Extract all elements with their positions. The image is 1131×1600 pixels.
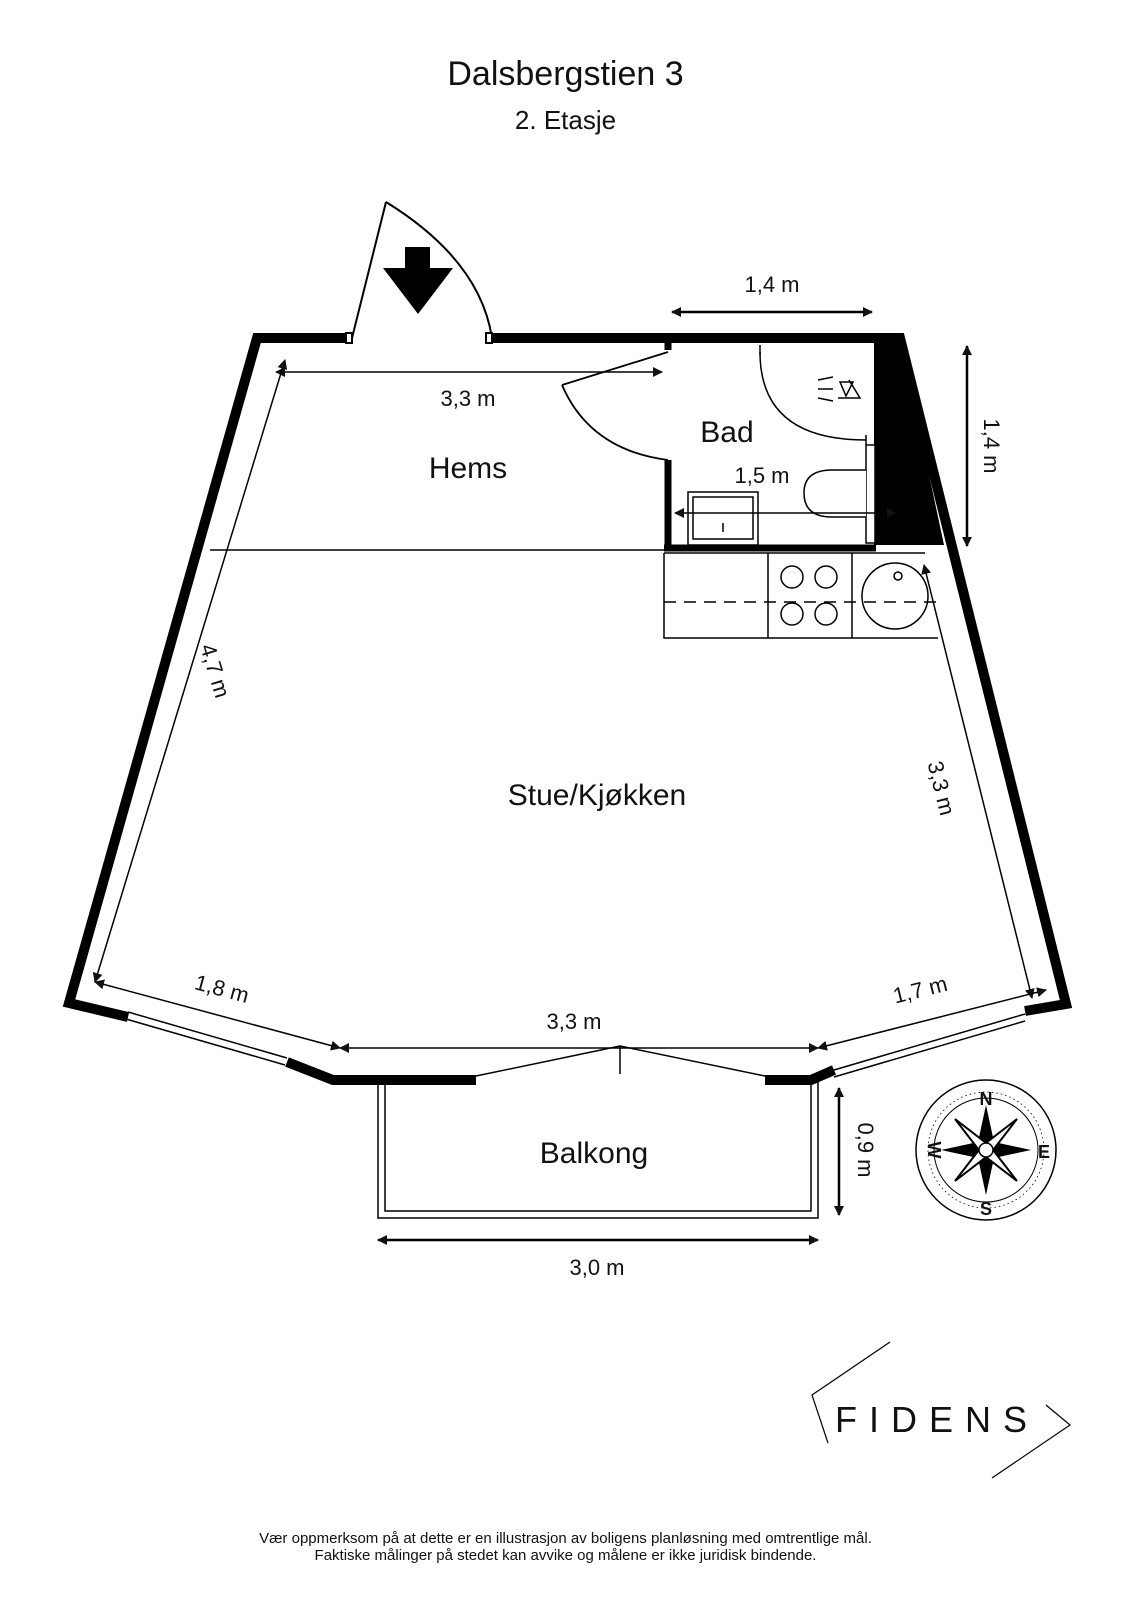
disclaimer: Vær oppmerksom på at dette er en illustr…	[0, 1530, 1131, 1564]
compass-rose-icon: N S E W	[915, 1079, 1057, 1221]
room-label-stue: Stue/Kjøkken	[508, 779, 686, 812]
compass-e: E	[1038, 1142, 1050, 1162]
dim-balkong-depth: 0,9 m	[853, 1122, 878, 1177]
compass-s: S	[980, 1199, 992, 1219]
dimension-lines	[92, 307, 1047, 1245]
dim-bottom-right: 1,7 m	[890, 971, 949, 1009]
dim-hems-width: 3,3 m	[440, 386, 495, 411]
entrance-door	[345, 201, 493, 344]
stove-icon	[780, 565, 838, 626]
kitchen-counter	[663, 552, 938, 639]
dim-bad-right: 1,4 m	[979, 418, 1004, 473]
dim-bad-inner: 1,5 m	[734, 463, 789, 488]
kitchen-sink-icon	[861, 562, 929, 630]
room-label-hems: Hems	[429, 452, 507, 485]
logo-text: FIDENS	[835, 1399, 1039, 1440]
room-label-balkong: Balkong	[540, 1137, 648, 1170]
shower-icon	[759, 345, 867, 445]
plan-title: Dalsbergstien 3	[447, 55, 684, 93]
dim-balkong-width: 3,0 m	[569, 1255, 624, 1280]
dim-bottom-left: 1,8 m	[192, 970, 252, 1008]
compass-w: W	[924, 1142, 944, 1159]
dim-bad-top: 1,4 m	[744, 272, 799, 297]
disclaimer-line-1: Vær oppmerksom på at dette er en illustr…	[259, 1530, 872, 1547]
room-label-bad: Bad	[700, 416, 753, 449]
compass-n: N	[980, 1089, 993, 1109]
dim-left-wall: 4,7 m	[195, 641, 235, 701]
balcony-outline	[377, 1082, 819, 1219]
fidens-logo: FIDENS	[811, 1341, 1071, 1479]
shaft-wall	[874, 338, 944, 545]
disclaimer-line-2: Faktiske målinger på stedet kan avvike o…	[314, 1547, 817, 1564]
bathroom-walls	[664, 338, 876, 552]
entrance-arrow-icon	[383, 247, 453, 314]
dim-right-wall: 3,3 m	[922, 758, 960, 817]
balcony-doors	[475, 1045, 766, 1077]
bathroom-door	[561, 351, 669, 461]
dim-bottom-mid: 3,3 m	[546, 1009, 601, 1034]
toilet-icon	[803, 444, 876, 544]
bathroom-sink-icon	[687, 491, 759, 546]
floor-label: 2. Etasje	[514, 105, 617, 135]
